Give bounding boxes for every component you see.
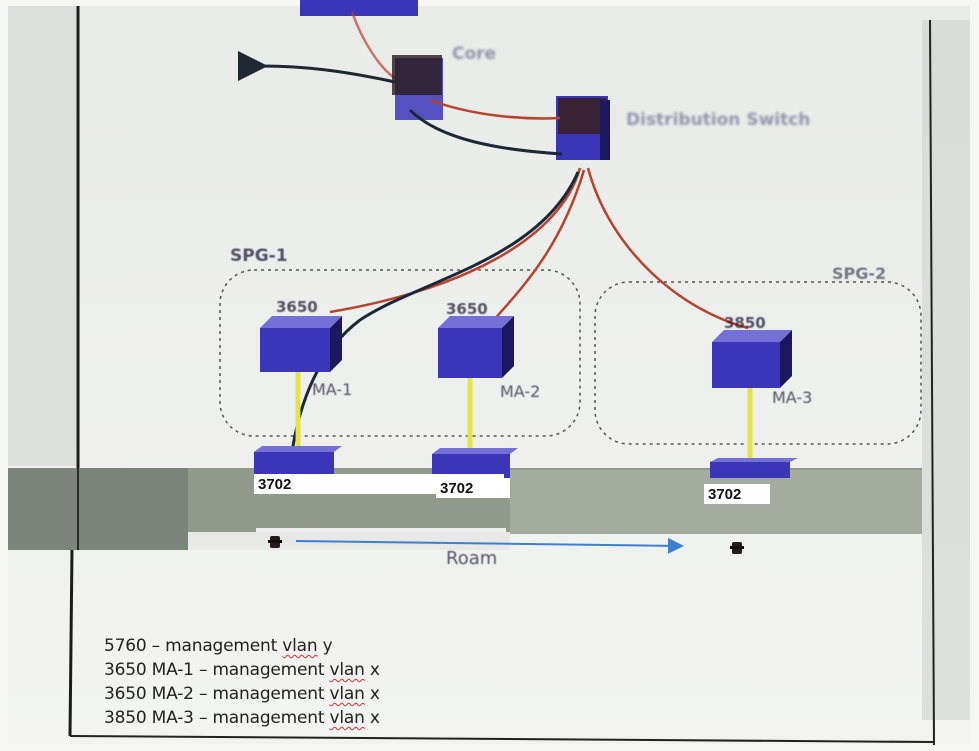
dist-ap1-dark-link [290,171,580,453]
left-margin-shade [8,6,76,466]
access-point-1 [254,446,342,476]
switch-ma2 [438,316,514,378]
top-device [300,0,418,16]
core-uplink [237,50,396,84]
frame-right-edge [929,19,935,746]
legend-suffix: x [364,684,380,704]
core-distribution-dark-link [408,108,563,156]
distribution-switch [556,96,610,160]
switch-ma2-agent: MA-2 [500,382,541,401]
roam-arrow [295,537,684,554]
frame-bottom-edge [69,735,935,743]
right-margin-shade [922,20,970,720]
dist-ma3-red-link [586,167,749,330]
core-distribution-red-link [429,98,561,120]
legend-text: 3650 MA-2 – management [104,684,330,704]
client-device-start [268,536,282,548]
ap-3-model-label: 3702 [704,484,770,504]
switch-ma3-model: 3850 [724,314,766,332]
legend-vlan-word: vlan [329,708,365,728]
legend-vlan-word: vlan [282,636,318,656]
legend-vlan-word: vlan [329,684,365,704]
ap-2-model-label: 3702 [436,478,510,498]
legend-suffix: y [317,636,333,656]
legend-line-ma3: 3850 MA-3 – management vlan x [104,708,380,728]
switch-ma1-agent: MA-1 [312,380,353,399]
dist-ma1-red-link [329,167,582,314]
roam-label: Roam [446,548,498,569]
switch-ma2-model: 3650 [446,300,488,318]
spg1-group [219,269,581,437]
legend-suffix: x [364,660,380,680]
switch-ma3-agent: MA-3 [772,388,813,407]
legend-suffix: x [364,708,380,728]
client-device-end [730,542,744,554]
legend-text: 3850 MA-3 – management [104,708,330,728]
core-label: Core [452,44,497,64]
distribution-switch-label: Distribution Switch [626,110,811,130]
legend-line-ma2: 3650 MA-2 – management vlan x [104,684,380,704]
core-switch [392,55,443,120]
legend-line-ma1: 3650 MA-1 – management vlan x [104,660,380,680]
switch-ma1 [260,316,342,372]
spg2-group [594,281,922,445]
legend-vlan-word: vlan [329,660,365,680]
switch-ma1-model: 3650 [276,298,318,316]
legend-text: 3650 MA-1 – management [104,660,330,680]
spg2-label: SPG-2 [832,264,887,283]
frame-left-edge-lower [68,547,74,737]
spg1-label: SPG-1 [230,246,288,266]
scan-band-left [8,468,188,550]
dist-ma2-red-link [491,169,586,323]
switch-ma3 [712,330,792,388]
legend-text: 5760 – management [104,636,283,656]
legend-line-5760: 5760 – management vlan y [104,636,333,656]
access-point-3 [710,458,798,478]
